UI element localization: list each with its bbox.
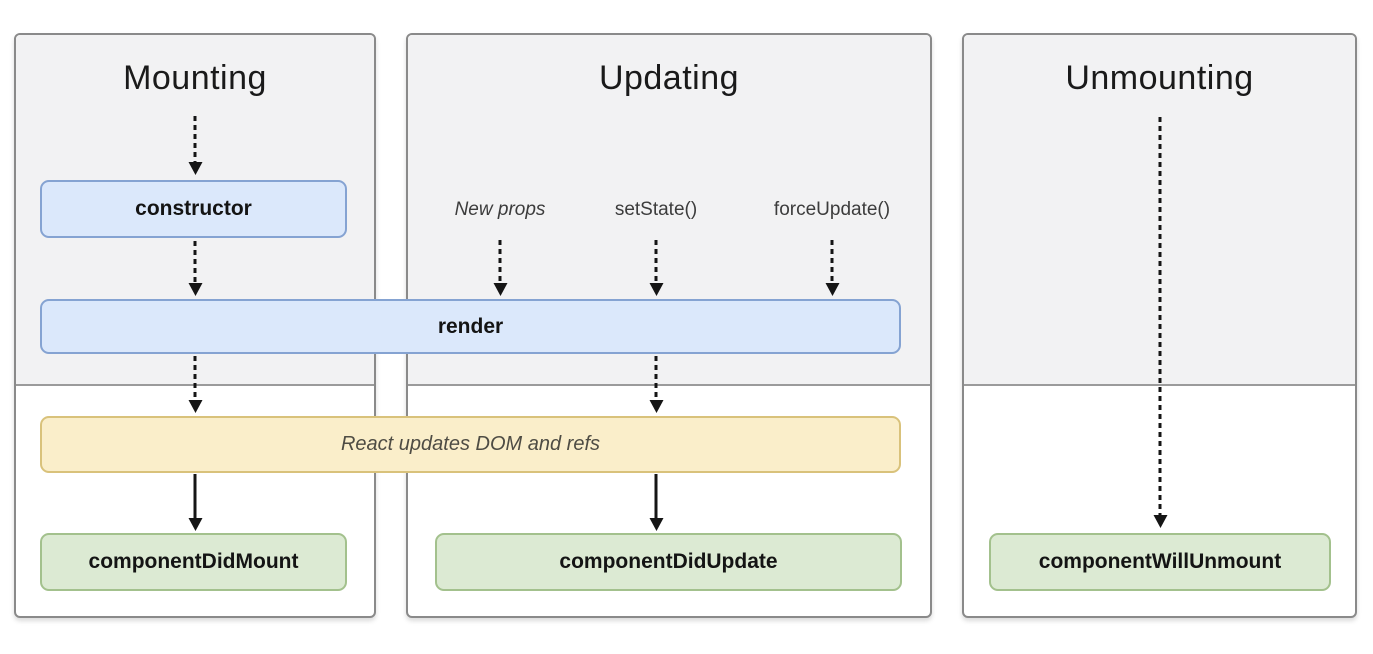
react-updates-dom-box: React updates DOM and refs (40, 416, 901, 473)
component-did-mount-box[interactable]: componentDidMount (40, 533, 347, 591)
arrow-new-props-to-render (498, 240, 502, 284)
trigger-set-state: setState() (614, 199, 698, 220)
arrow-force-update-to-render (830, 240, 834, 284)
column-title-updating: Updating (598, 59, 740, 97)
arrow-dom-update-to-did-mount (193, 474, 197, 519)
arrow-constructor-to-render (193, 241, 197, 284)
render-box[interactable]: render (40, 299, 901, 354)
constructor-box[interactable]: constructor (40, 180, 347, 238)
column-title-unmounting: Unmounting (1065, 59, 1254, 97)
arrow-set-state-to-render (654, 240, 658, 284)
component-will-unmount-box[interactable]: componentWillUnmount (989, 533, 1331, 591)
trigger-new-props: New props (454, 199, 546, 220)
column-title-mounting: Mounting (123, 59, 267, 97)
arrow-render-to-dom-update-right (654, 356, 658, 401)
trigger-force-update: forceUpdate() (773, 199, 891, 220)
arrow-dom-update-to-did-update (654, 474, 658, 519)
component-did-update-box[interactable]: componentDidUpdate (435, 533, 902, 591)
arrow-unmounting-to-will-unmount (1158, 117, 1162, 516)
arrow-mounting-to-constructor (193, 116, 197, 163)
arrow-render-to-dom-update-left (193, 356, 197, 401)
